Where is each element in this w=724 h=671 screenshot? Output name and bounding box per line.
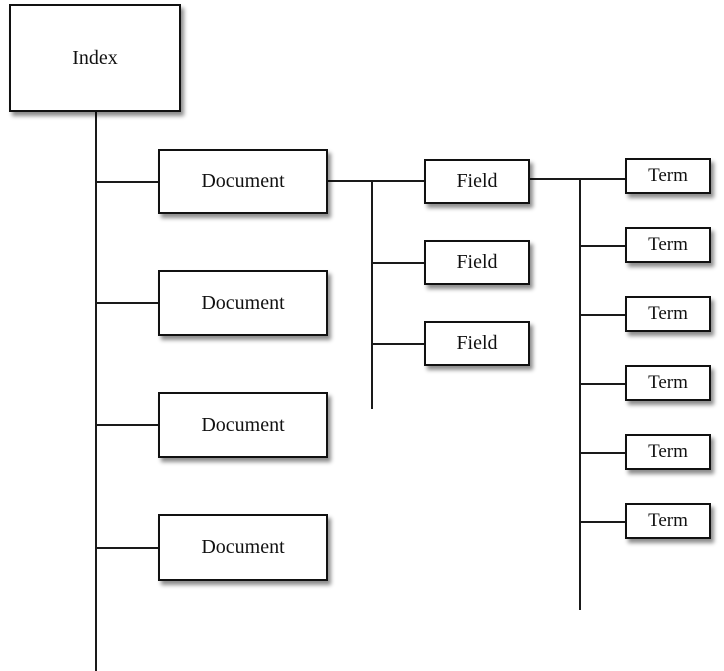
document-node-1: Document [158,149,328,214]
term-node-1: Term [625,158,711,194]
field-term-connector-5 [579,452,627,454]
document-node-label: Document [201,170,285,192]
term-node-4: Term [625,365,711,401]
field-node-2: Field [424,240,530,285]
document-field-main-connector [327,180,426,182]
field-term-connector-6 [579,521,627,523]
document-node-label: Document [201,413,285,436]
index-trunk-line [95,110,97,671]
term-node-label: Term [648,441,688,462]
term-node-2: Term [625,227,711,263]
field-term-trunk-line [579,178,581,610]
index-document-connector-2 [95,302,159,304]
index-node: Index [9,4,181,112]
index-document-connector-3 [95,424,159,426]
document-node-2: Document [158,270,328,336]
field-node-1: Field [424,159,530,204]
field-node-3: Field [424,321,530,366]
index-document-connector-1 [95,181,159,183]
term-node-6: Term [625,503,711,539]
field-node-label: Field [456,170,498,192]
term-node-3: Term [625,296,711,332]
term-node-label: Term [648,510,688,531]
document-field-connector-3 [371,343,426,345]
term-node-label: Term [648,303,688,324]
document-field-trunk-line [371,180,373,409]
term-node-label: Term [648,165,688,186]
field-term-connector-3 [579,314,627,316]
index-document-connector-4 [95,547,159,549]
term-node-label: Term [648,372,688,393]
term-node-label: Term [648,234,688,255]
field-term-connector-2 [579,245,627,247]
field-term-main-connector [529,178,627,180]
field-node-label: Field [456,332,498,354]
field-node-label: Field [456,251,498,273]
field-term-connector-4 [579,383,627,385]
document-field-connector-2 [371,262,426,264]
document-node-4: Document [158,514,328,581]
document-node-label: Document [201,291,285,314]
term-node-5: Term [625,434,711,470]
document-node-label: Document [201,536,285,558]
index-node-label: Index [72,46,118,69]
document-node-3: Document [158,392,328,458]
